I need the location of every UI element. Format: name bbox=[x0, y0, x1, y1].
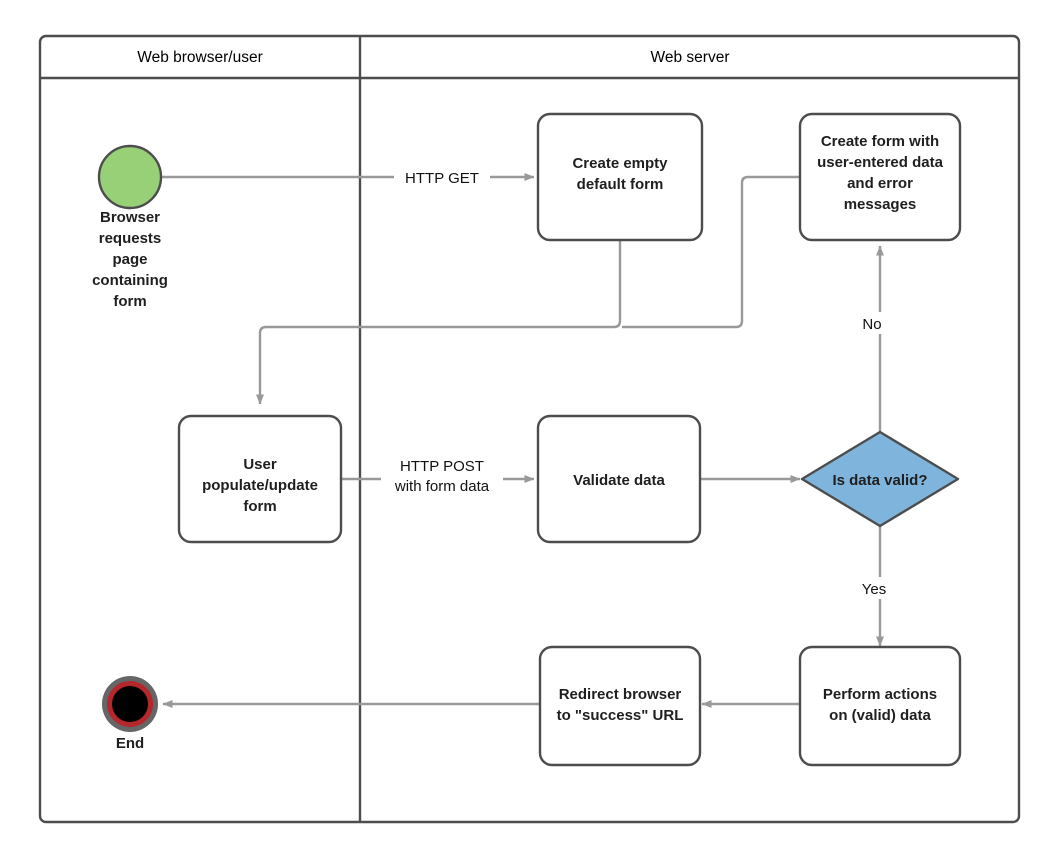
edge-decision-no-label-bg bbox=[855, 312, 889, 334]
edge-error-form-to-user bbox=[622, 175, 800, 329]
perform-actions-label-line1: Perform actions bbox=[823, 686, 937, 703]
end-label: End bbox=[116, 735, 144, 752]
edge-decision-no: No bbox=[855, 245, 889, 434]
node-is-data-valid[interactable]: Is data valid? bbox=[800, 430, 960, 528]
start-label-line5: form bbox=[113, 293, 146, 310]
create-empty-form-label-line2: default form bbox=[577, 176, 664, 193]
redirect-browser-label-line2: to "success" URL bbox=[557, 707, 684, 724]
redirect-browser-box[interactable] bbox=[538, 645, 702, 767]
node-perform-actions[interactable]: Perform actions on (valid) data bbox=[798, 645, 962, 767]
edge-decision-yes-label: Yes bbox=[862, 581, 886, 598]
start-circle-icon[interactable] bbox=[97, 144, 163, 210]
edge-http-get-label-bg bbox=[394, 166, 490, 189]
diagram-outer-frame bbox=[38, 34, 1021, 824]
edge-empty-form-to-user-line bbox=[256, 240, 622, 405]
node-redirect-browser[interactable]: Redirect browser to "success" URL bbox=[538, 645, 702, 767]
is-data-valid-diamond[interactable] bbox=[800, 430, 960, 528]
create-empty-form-box[interactable] bbox=[536, 112, 704, 242]
user-populate-form-label-line3: form bbox=[243, 498, 276, 515]
lane-title-server: Web server bbox=[651, 49, 730, 66]
user-populate-form-box[interactable] bbox=[177, 414, 343, 544]
edge-error-form-to-user-line bbox=[622, 175, 800, 329]
edge-http-get: HTTP GET bbox=[161, 166, 535, 189]
node-create-error-form[interactable]: Create form with user-entered data and e… bbox=[798, 112, 962, 242]
start-label-line1: Browser bbox=[100, 209, 160, 226]
edge-http-post: HTTP POST with form data bbox=[341, 450, 535, 495]
redirect-browser-label-line1: Redirect browser bbox=[559, 686, 682, 703]
edge-decision-no-label: No bbox=[862, 316, 881, 333]
edge-http-post-label-line2: with form data bbox=[394, 478, 490, 495]
lane-header-server: Web server bbox=[651, 49, 730, 66]
lane-header-browser: Web browser/user bbox=[137, 49, 262, 66]
start-label-line2: requests bbox=[99, 230, 162, 247]
create-error-form-label-line2: user-entered data bbox=[817, 154, 944, 171]
end-core-icon bbox=[112, 686, 148, 722]
edge-empty-form-to-user bbox=[256, 240, 622, 405]
lane-title-browser: Web browser/user bbox=[137, 49, 262, 66]
node-end[interactable]: End bbox=[102, 676, 158, 752]
edge-http-post-label-line1: HTTP POST bbox=[400, 458, 484, 475]
validate-data-label: Validate data bbox=[573, 472, 665, 489]
create-error-form-label-line1: Create form with bbox=[821, 133, 939, 150]
user-populate-form-label-line1: User bbox=[243, 456, 277, 473]
edge-http-get-label: HTTP GET bbox=[405, 170, 479, 187]
node-user-populate-form[interactable]: User populate/update form bbox=[177, 414, 343, 544]
is-data-valid-label: Is data valid? bbox=[832, 472, 927, 489]
swimlane-frame bbox=[38, 34, 1021, 824]
create-error-form-box[interactable] bbox=[798, 112, 962, 242]
create-error-form-label-line4: messages bbox=[844, 196, 917, 213]
perform-actions-box[interactable] bbox=[798, 645, 962, 767]
user-populate-form-label-line2: populate/update bbox=[202, 477, 318, 494]
perform-actions-label-line2: on (valid) data bbox=[829, 707, 931, 724]
edge-http-post-label-bg bbox=[381, 450, 503, 494]
start-label-line3: page bbox=[112, 251, 147, 268]
node-validate-data[interactable]: Validate data bbox=[536, 414, 702, 544]
edge-decision-yes: Yes bbox=[855, 524, 893, 647]
node-start[interactable]: Browser requests page containing form bbox=[92, 144, 168, 310]
edge-decision-yes-label-bg bbox=[855, 577, 893, 599]
start-label-line4: containing bbox=[92, 272, 168, 289]
create-empty-form-label-line1: Create empty bbox=[572, 155, 668, 172]
validate-data-box[interactable] bbox=[536, 414, 702, 544]
create-error-form-label-line3: and error bbox=[847, 175, 913, 192]
node-create-empty-form[interactable]: Create empty default form bbox=[536, 112, 704, 242]
